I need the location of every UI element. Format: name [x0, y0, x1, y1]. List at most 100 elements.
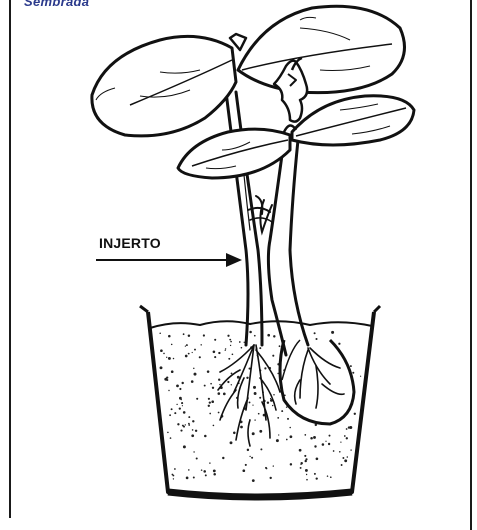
soil-speckle — [230, 341, 232, 343]
soil-speckle — [183, 333, 185, 335]
soil-speckle — [230, 345, 231, 346]
soil-speckle — [287, 418, 289, 420]
soil-speckle — [225, 348, 226, 349]
soil-speckle — [168, 357, 171, 360]
soil-speckle — [218, 412, 220, 414]
soil-speckle — [246, 377, 248, 379]
soil-speckle — [193, 368, 194, 369]
soil-speckle — [306, 474, 307, 475]
cotyledon-lower-left — [178, 129, 290, 178]
soil-speckle — [196, 457, 198, 459]
soil-speckle — [176, 404, 177, 405]
soil-speckle — [260, 448, 262, 450]
injerto-arrow — [96, 253, 242, 267]
soil-speckle — [333, 450, 335, 452]
soil-speckle — [214, 339, 216, 341]
soil-speckle — [181, 382, 183, 384]
soil-speckle — [181, 402, 183, 404]
soil-speckle — [191, 380, 194, 383]
soil-speckle — [225, 350, 226, 351]
soil-speckle — [259, 397, 261, 399]
soil-speckle — [267, 401, 269, 403]
soil-speckle — [219, 384, 220, 385]
soil-speckle — [204, 435, 207, 438]
soil-speckle — [188, 469, 190, 471]
soil-speckle — [203, 334, 205, 336]
cotyledon-upper-left — [92, 34, 246, 136]
soil-speckle — [166, 379, 168, 381]
soil-speckle — [194, 373, 197, 376]
soil-speckle — [173, 478, 174, 479]
soil-speckle — [231, 384, 232, 385]
soil-speckle — [254, 335, 256, 337]
soil-speckle — [277, 417, 279, 419]
soil-speckle — [209, 413, 211, 415]
soil-speckle — [218, 352, 220, 354]
soil-speckle — [192, 352, 193, 353]
soil-speckle — [170, 437, 172, 439]
soil-speckle — [201, 469, 203, 471]
soil-speckle — [289, 427, 291, 429]
soil-speckle — [209, 462, 210, 463]
soil-speckle — [211, 400, 214, 403]
soil-speckle — [249, 401, 251, 403]
soil-speckle — [203, 470, 206, 473]
soil-speckle — [360, 376, 361, 377]
soil-speckle — [329, 435, 331, 437]
soil-speckle — [223, 393, 226, 396]
soil-speckle — [213, 473, 216, 476]
soil-speckle — [210, 383, 212, 385]
soil-speckle — [251, 457, 253, 459]
soil-speckle — [352, 372, 354, 374]
soil-speckle — [330, 476, 332, 478]
root-ball — [280, 340, 354, 424]
soil-speckle — [174, 468, 176, 470]
soil-speckle — [179, 388, 181, 390]
soil-speckle — [229, 339, 231, 341]
soil-speckle — [325, 441, 326, 442]
cotyledon-upper-right — [238, 6, 405, 92]
soil-speckle — [168, 335, 171, 338]
soil-speckle — [166, 357, 167, 358]
soil-speckle — [304, 455, 306, 457]
soil-speckle — [252, 405, 253, 406]
soil-speckle — [195, 430, 197, 432]
soil-speckle — [316, 477, 318, 479]
soil-speckle — [310, 437, 313, 440]
soil-speckle — [300, 467, 302, 469]
soil-speckle — [331, 331, 334, 334]
soil-speckle — [227, 335, 229, 337]
soil-speckle — [163, 353, 165, 355]
soil-speckle — [314, 473, 316, 475]
soil-speckle — [346, 428, 348, 430]
soil-speckle — [230, 441, 233, 444]
soil-speckle — [232, 353, 234, 355]
soil-speckle — [183, 445, 186, 448]
soil-speckle — [259, 347, 261, 349]
soil-speckle — [173, 358, 175, 360]
soil-speckle — [253, 386, 256, 389]
soil-speckle — [242, 469, 245, 472]
soil-speckle — [254, 419, 255, 420]
soil-speckle — [254, 392, 257, 395]
soil-speckle — [192, 420, 194, 422]
soil-speckle — [182, 405, 183, 406]
soil-speckle — [344, 459, 347, 462]
soil-speckle — [179, 407, 181, 409]
soil-speckle — [286, 439, 288, 441]
soil-speckle — [207, 370, 210, 373]
soil-speckle — [338, 343, 340, 345]
soil-speckle — [316, 457, 319, 460]
soil-speckle — [341, 464, 343, 466]
soil-speckle — [228, 358, 230, 360]
soil-speckle — [299, 449, 302, 452]
soil-speckle — [193, 451, 194, 452]
soil-speckle — [227, 381, 229, 383]
soil-speckle — [204, 385, 206, 387]
soil-speckle — [245, 464, 247, 466]
soil-speckle — [270, 477, 272, 479]
injerto-label: INJERTO — [99, 235, 161, 251]
soil-speckle — [252, 479, 255, 482]
